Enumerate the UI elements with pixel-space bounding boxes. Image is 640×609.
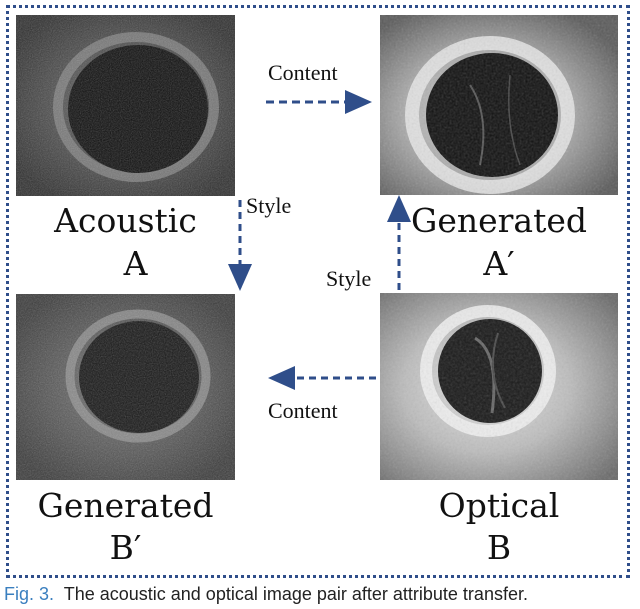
generated-a-letter: A′ [483,244,515,283]
style-label-left: Style [246,193,292,218]
optical-label: Optical [438,486,560,525]
optical-image-b [380,293,618,480]
generated-b-label: Generated [37,486,214,525]
style-label-right: Style [326,266,372,291]
figure-frame [6,5,630,578]
generated-a-label: Generated [410,201,588,240]
content-label-bottom: Content [268,398,338,423]
content-label-top: Content [268,60,338,85]
generated-image-a-prime [380,15,618,195]
acoustic-image-a [16,15,235,196]
figure-caption: Fig. 3. The acoustic and optical image p… [4,584,528,605]
acoustic-label: Acoustic [54,201,197,240]
caption-figure-number: Fig. 3. [4,584,55,604]
optical-letter: B [486,528,512,567]
caption-text: The acoustic and optical image pair afte… [63,584,528,604]
acoustic-letter: A [123,244,148,283]
generated-image-b-prime [16,294,235,480]
generated-b-letter: B′ [109,528,142,567]
